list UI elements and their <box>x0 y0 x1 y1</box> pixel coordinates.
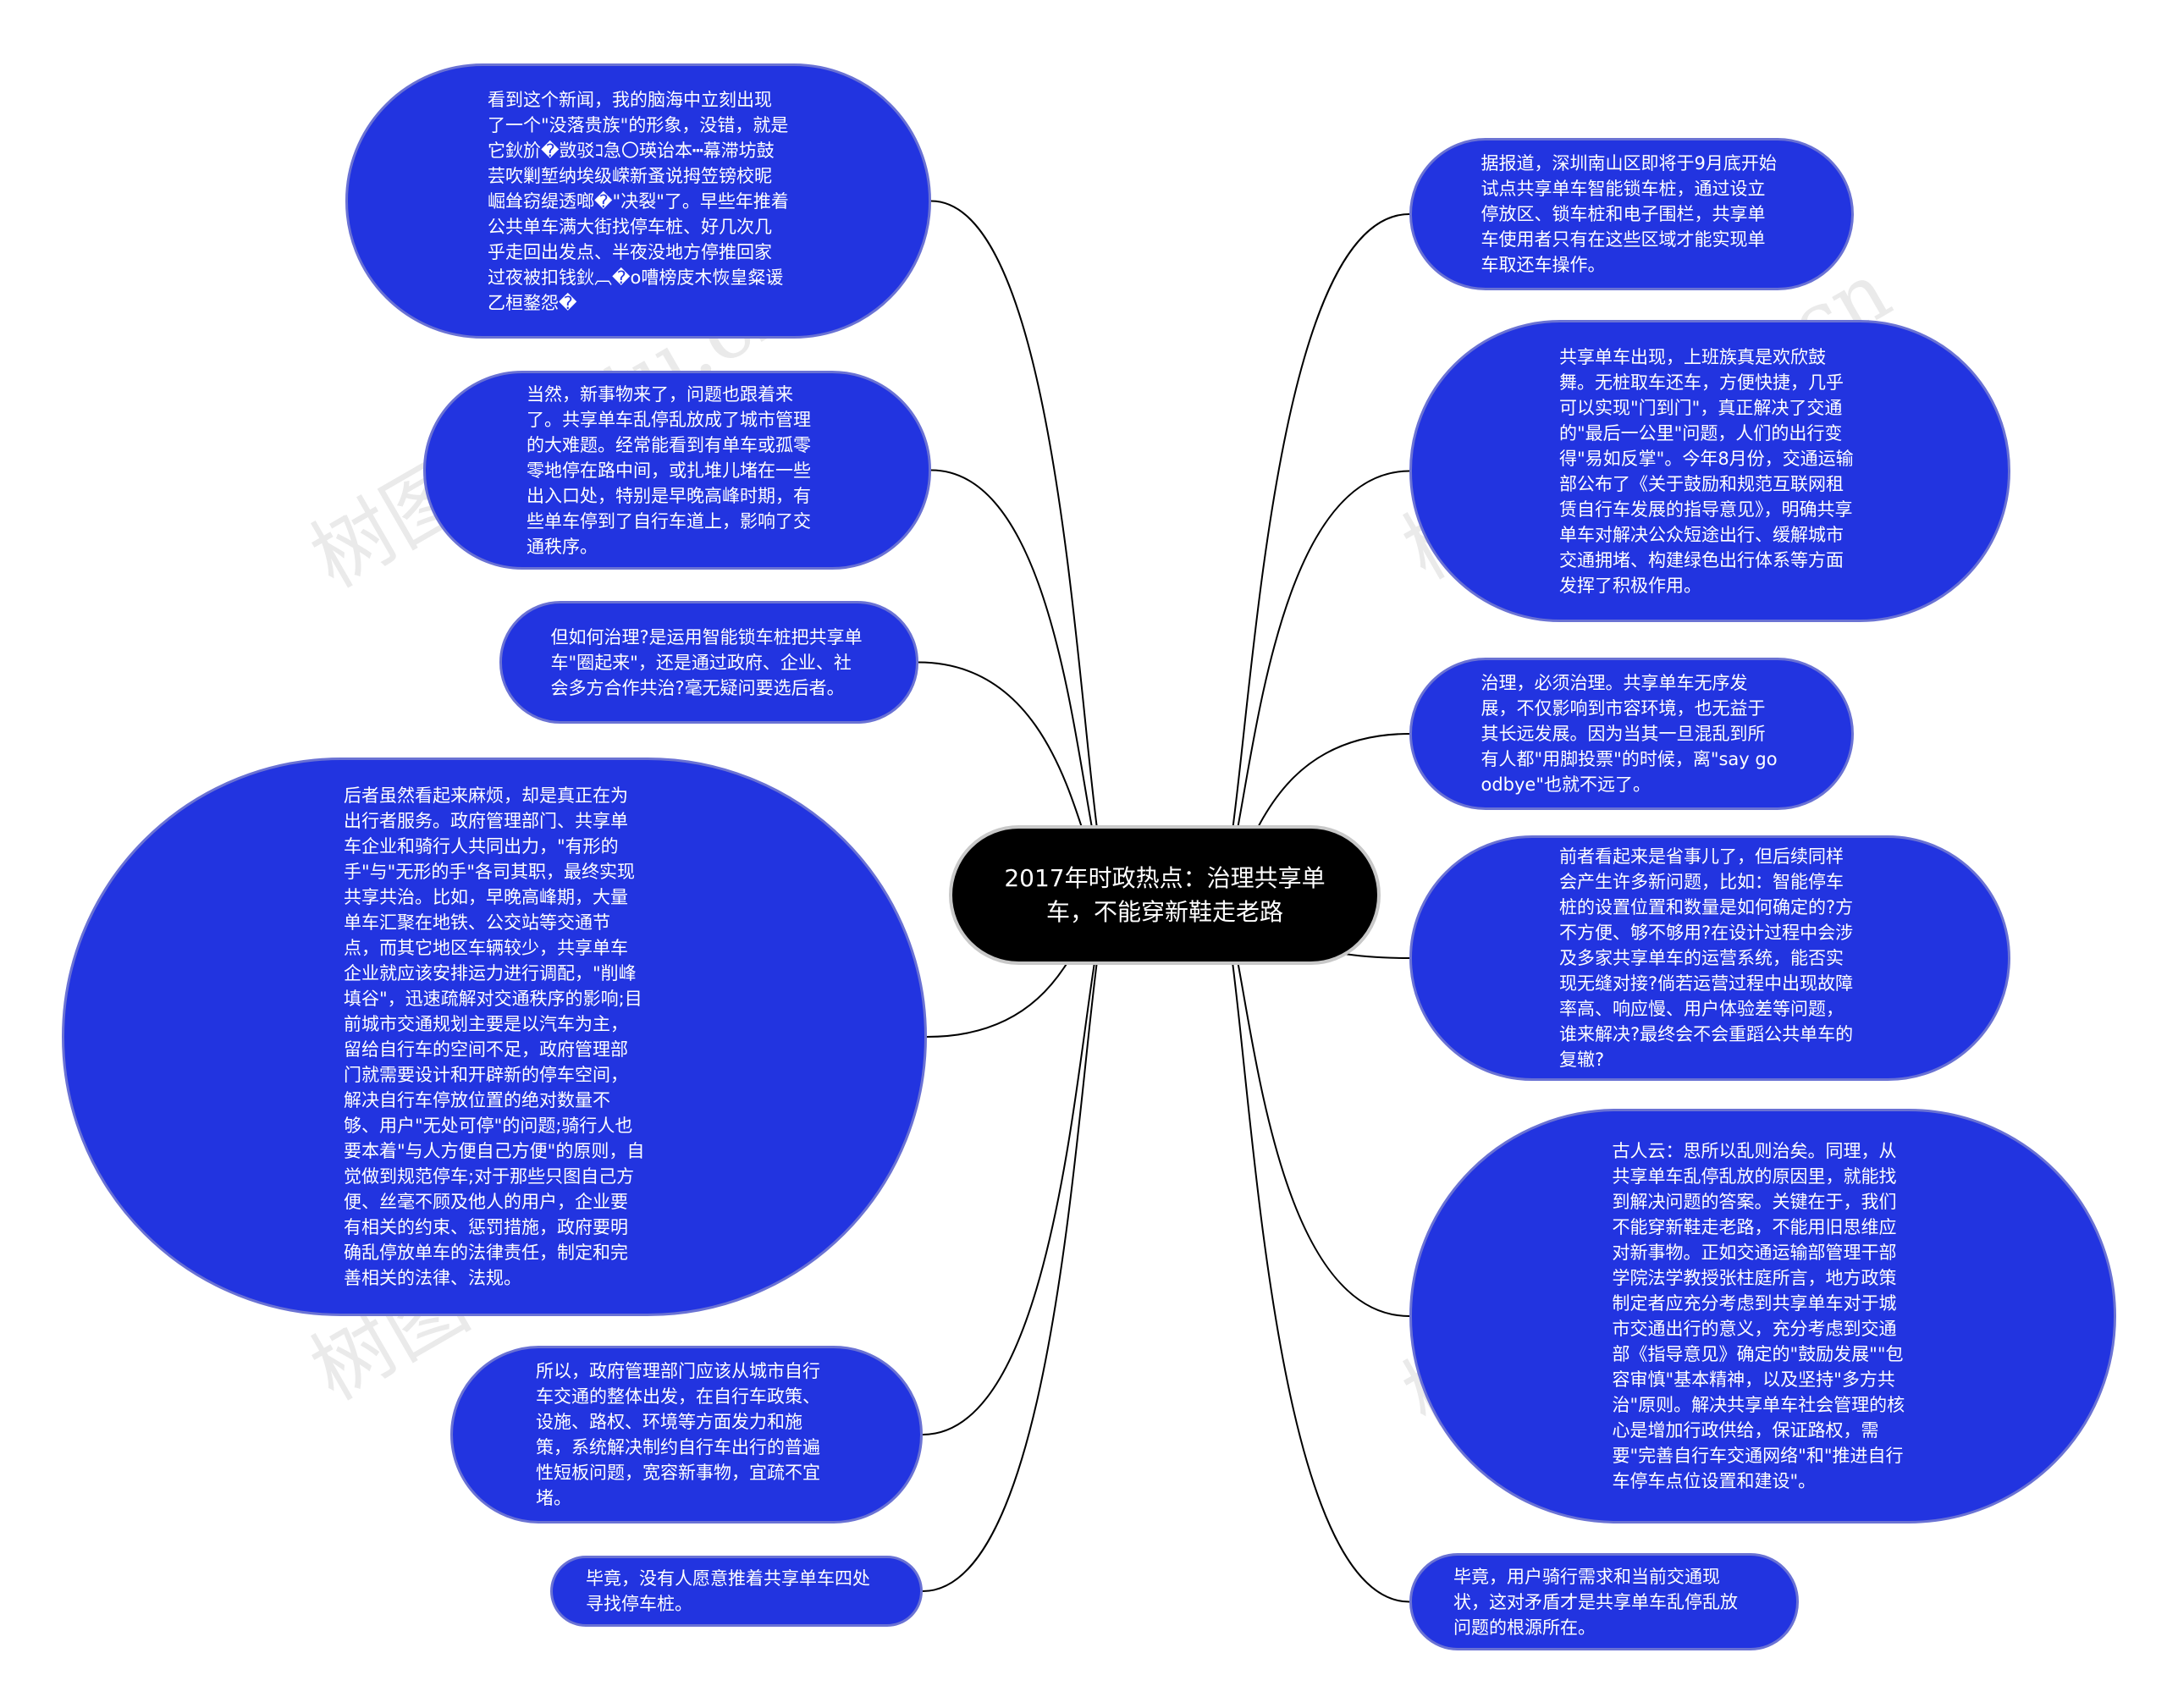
topic-node-right-2[interactable]: 共享单车出现，上班族真是欢欣鼓舞。无桩取车还车，方便快捷，几乎可以实现"门到门"… <box>1409 320 2010 622</box>
topic-node-left-2[interactable]: 当然，新事物来了，问题也跟着来了。共享单车乱停乱放成了城市管理的大难题。经常能看… <box>423 371 931 570</box>
center-topic-text: 2017年时政热点：治理共享单车，不能穿新鞋走老路 <box>1004 863 1326 926</box>
topic-node-text: 后者虽然看起来麻烦，却是真正在为出行者服务。政府管理部门、共享单车企业和骑行人共… <box>344 785 645 1288</box>
topic-node-text: 毕竟，用户骑行需求和当前交通现状，这对矛盾才是共享单车乱停乱放问题的根源所在。 <box>1453 1566 1738 1638</box>
center-topic[interactable]: 2017年时政热点：治理共享单车，不能穿新鞋走老路 <box>949 825 1381 965</box>
topic-node-right-3[interactable]: 治理，必须治理。共享单车无序发展，不仅影响到市容环境，也无益于其长远发展。因为当… <box>1409 658 1854 810</box>
topic-node-left-1[interactable]: 看到这个新闻，我的脑海中立刻出现了一个"没落贵族"的形象，没错，就是它鈥斺�敳驳… <box>345 63 931 339</box>
topic-node-right-1[interactable]: 据报道，深圳南山区即将于9月底开始试点共享单车智能锁车桩，通过设立停放区、锁车桩… <box>1409 138 1854 290</box>
topic-node-text: 据报道，深圳南山区即将于9月底开始试点共享单车智能锁车桩，通过设立停放区、锁车桩… <box>1481 153 1777 275</box>
topic-node-right-4[interactable]: 前者看起来是省事儿了，但后续同样会产生许多新问题，比如：智能停车桩的设置位置和数… <box>1409 835 2010 1081</box>
topic-node-text: 共享单车出现，上班族真是欢欣鼓舞。无桩取车还车，方便快捷，几乎可以实现"门到门"… <box>1559 346 1854 596</box>
topic-node-text: 看到这个新闻，我的脑海中立刻出现了一个"没落贵族"的形象，没错，就是它鈥斺�敳驳… <box>488 89 789 313</box>
topic-node-right-6[interactable]: 毕竟，用户骑行需求和当前交通现状，这对矛盾才是共享单车乱停乱放问题的根源所在。 <box>1409 1553 1799 1650</box>
connector-line <box>922 894 1115 1435</box>
topic-node-left-3[interactable]: 但如何治理?是运用智能锁车桩把共享单车"圈起来"，还是通过政府、企业、社会多方合… <box>499 601 918 724</box>
topic-node-text: 但如何治理?是运用智能锁车桩把共享单车"圈起来"，还是通过政府、企业、社会多方合… <box>550 626 863 698</box>
topic-node-text: 所以，政府管理部门应该从城市自行车交通的整体出发，在自行车政策、设施、路权、环境… <box>536 1361 820 1508</box>
topic-node-text: 前者看起来是省事儿了，但后续同样会产生许多新问题，比如：智能停车桩的设置位置和数… <box>1559 846 1854 1070</box>
topic-node-text: 毕竟，没有人愿意推着共享单车四处寻找停车桩。 <box>586 1568 870 1614</box>
topic-node-left-5[interactable]: 所以，政府管理部门应该从城市自行车交通的整体出发，在自行车政策、设施、路权、环境… <box>450 1346 923 1523</box>
connector-line <box>930 200 1115 896</box>
connector-line <box>922 894 1115 1592</box>
topic-node-text: 当然，新事物来了，问题也跟着来了。共享单车乱停乱放成了城市管理的大难题。经常能看… <box>527 383 811 557</box>
topic-node-text: 古人云：思所以乱则治矣。同理，从共享单车乱停乱放的原因里，就能找到解决问题的答案… <box>1612 1141 1905 1491</box>
topic-node-left-4[interactable]: 后者虽然看起来麻烦，却是真正在为出行者服务。政府管理部门、共享单车企业和骑行人共… <box>62 758 927 1316</box>
topic-node-right-5[interactable]: 古人云：思所以乱则治矣。同理，从共享单车乱停乱放的原因里，就能找到解决问题的答案… <box>1409 1109 2116 1523</box>
topic-node-left-6[interactable]: 毕竟，没有人愿意推着共享单车四处寻找停车桩。 <box>550 1556 923 1627</box>
topic-node-text: 治理，必须治理。共享单车无序发展，不仅影响到市容环境，也无益于其长远发展。因为当… <box>1481 673 1778 795</box>
